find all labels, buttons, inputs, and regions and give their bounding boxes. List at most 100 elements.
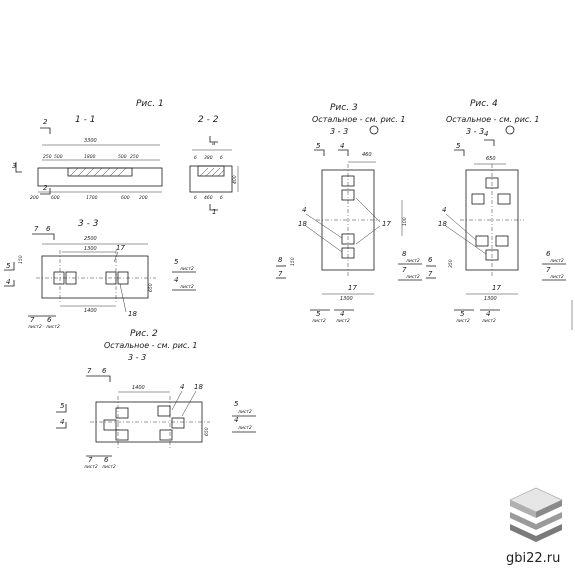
f4-list2-4: лист2 [481,318,496,324]
f2-leader-4 [171,390,183,411]
mark-3-left: 3 [12,162,16,170]
f3-cut-mark-5-top [314,149,325,156]
mark-6-bottom: 6 [47,316,52,324]
f2-mark-4: 4 [180,383,184,391]
f2-mark-4-right: 4 [234,416,238,424]
section-2-2-outline [189,165,233,193]
figure-3: Рис. 3 Остальное - см. рис. 1 3 - 3 5 4 … [276,103,422,324]
f3-mark-7-left: 7 [278,270,283,278]
f4-mark-18: 18 [438,220,447,228]
mark-2-top: 2 [43,118,48,126]
f3-mark-17-bottom: 17 [348,284,357,292]
section-2-2-pocket [197,165,225,177]
f2-list2-5: лист2 [237,409,252,415]
dim-650: 650 [148,283,154,292]
f4-mark-7-left: 7 [428,270,433,278]
socket-1 [53,271,65,285]
f3-dim-100: 100 [402,217,408,226]
fig4-circle-marker [505,125,515,135]
f3-mark-4-bottom: 4 [340,310,344,318]
f3-mark-4: 4 [302,206,306,214]
f3-socket-3 [341,233,355,245]
f4-mark-4-bottom: 4 [486,310,490,318]
fig2-title: Рис. 2 [130,329,158,339]
dim-250a: 250 [43,154,52,160]
dim-1400: 1400 [84,308,97,314]
f3-dim-1300: 1300 [340,296,353,302]
f3-dim-150: 150 [290,257,296,266]
f2-socket-5 [171,417,185,429]
f2-socket-3 [115,429,129,441]
f3-list2-8: лист2 [405,258,420,264]
f3-leader-4 [305,213,343,239]
mark-7-bottom: 7 [30,316,35,324]
dim-3300: 3300 [84,138,97,144]
dim-500a: 500 [54,154,63,160]
leader-18 [119,283,127,313]
f4-socket-4 [475,235,489,247]
f2-dim-1400: 1400 [132,385,145,391]
socket-3 [105,271,117,285]
mark-5-left: 5 [6,262,11,270]
mark-7: 7 [34,225,39,233]
f3-socket-2 [341,189,355,201]
cut-mark-7-6-top [32,233,55,240]
fig4-section-label: 3 - 3 [466,127,484,136]
socket-2 [65,271,77,285]
f3-mark-8-right: 8 [402,250,407,258]
f3-mark-6-left: 8 [278,256,283,264]
f2-leader-18 [181,390,197,417]
mark-1: 1 [212,208,216,216]
f4-mark-7-right: 7 [546,266,551,274]
fig3-title: Рис. 3 [330,103,358,113]
dim-600b: 600 [121,195,130,201]
figure-4: Рис. 4 Остальное - см. рис. 1 3 - 3 5 4 … [426,99,566,324]
f3-cut-mark-4-top [338,149,349,156]
f4-socket-6 [485,249,499,261]
gbi22-logo-icon [509,487,563,542]
socket-4 [117,271,129,285]
f3-dim-460: 460 [362,152,372,158]
fig1-title: Рис. 1 [136,99,164,109]
f2-list2-4: лист2 [237,425,252,431]
f2-mark-18: 18 [194,383,203,391]
list2-5-right: лист2 [179,266,194,272]
f4-list2-7: лист2 [549,274,564,280]
f2-mark-4-left: 4 [60,418,64,426]
dim-b2: б [220,155,223,161]
section-2-2-hatch [199,167,225,177]
list2-4-right: лист2 [179,284,194,290]
f2-mark-7-bottom: 7 [88,456,93,464]
dim-2500: 2500 [84,236,97,242]
fig4-note: Остальное - см. рис. 1 [446,115,539,124]
f4-socket-1 [485,177,499,189]
fig3-section-label: 3 - 3 [330,127,348,136]
dim-250b: 250 [130,154,139,160]
mark-5-right: 5 [174,258,179,266]
f4-mark-5-top: 5 [456,142,461,150]
f2-dim-650: 650 [204,427,210,436]
f4-socket-5 [495,235,509,247]
cut-mark-5-left [4,262,15,271]
dim-500b: 500 [118,154,127,160]
section-3-3-outline [41,255,149,299]
f2-mark-7: 7 [87,367,92,375]
cut-mark-1 [209,204,218,211]
f4-mark-17: 17 [492,284,501,292]
fig2-section-label: 3 - 3 [128,353,146,362]
f4-cut-mark-5-top [454,149,465,156]
section-2-2-label: 2 - 2 [198,115,219,125]
f4-list2-6: лист2 [549,258,564,264]
section-3-3-label: 3 - 3 [78,219,99,229]
mark-18: 18 [128,310,137,318]
f3-mark-5-bottom: 5 [316,310,321,318]
cut-mark-4-left [4,280,15,287]
dim-b3: б [194,195,197,201]
f2-list2-7: лист2 [83,464,98,470]
cut-mark-2-bottom [40,188,51,195]
dim-400: 400 [232,175,238,184]
f2-mark-6: 6 [102,367,107,375]
f2-list2-6: лист2 [101,464,116,470]
dim-a: a [212,141,215,147]
dim-600a: 600 [51,195,60,201]
